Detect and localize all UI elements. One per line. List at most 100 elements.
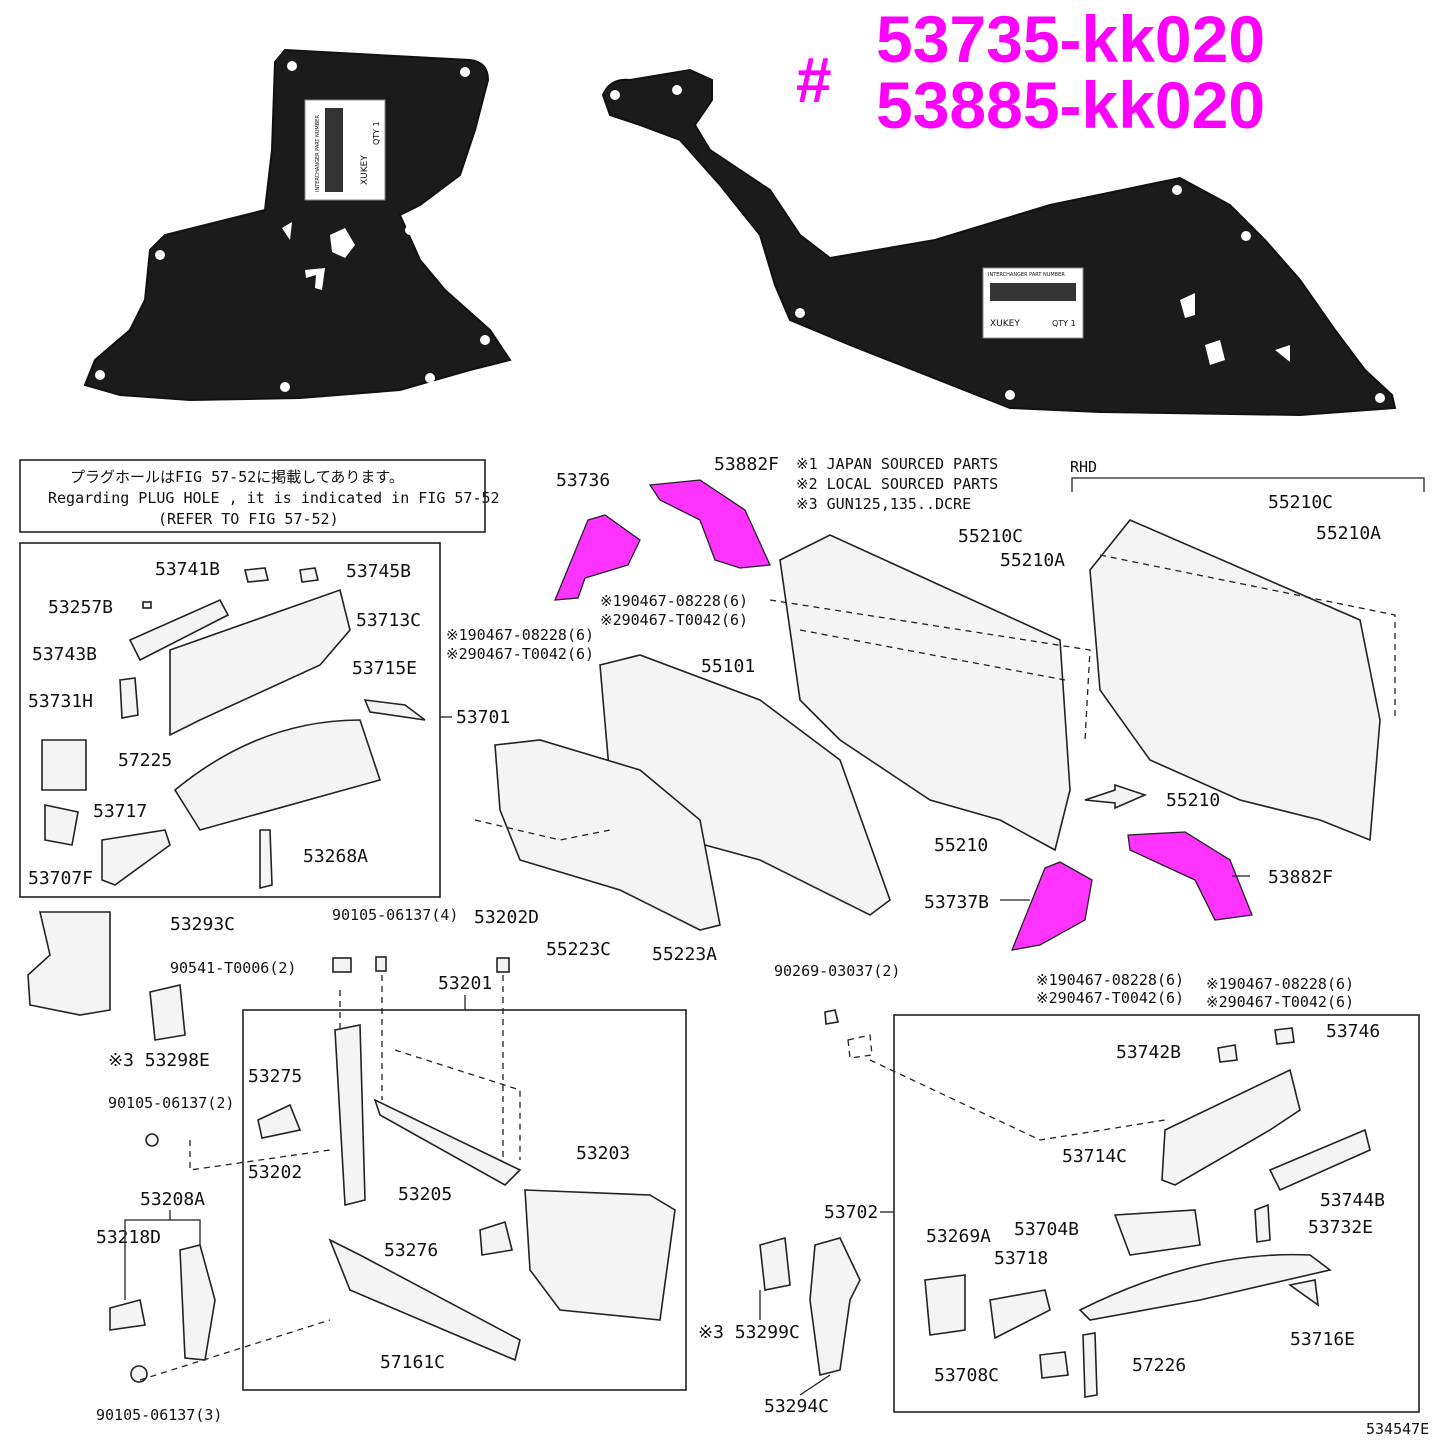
label-53299C: ※3 53299C <box>698 1322 800 1343</box>
label-57161C: 57161C <box>380 1352 445 1373</box>
box-53702 <box>893 1014 1420 1413</box>
right-pad-label-brand: XUKEY <box>990 319 1020 329</box>
fastener-c1: ※190467-08228(6) <box>1036 971 1184 989</box>
label-53276: 53276 <box>384 1240 438 1261</box>
label-55223C: 55223C <box>546 939 611 960</box>
label-53742B: 53742B <box>1116 1042 1181 1063</box>
label-90269: 90269-03037(2) <box>774 962 900 980</box>
part-53744B <box>1268 1128 1371 1192</box>
label-53701: 53701 <box>456 707 510 728</box>
part-53708C <box>1039 1351 1069 1379</box>
label-53294C: 53294C <box>764 1396 829 1417</box>
legend-line-2: ※2 LOCAL SOURCED PARTS <box>796 475 998 493</box>
label-53268A: 53268A <box>303 846 368 867</box>
label-53732E: 53732E <box>1308 1217 1373 1238</box>
legend-line-1: ※1 JAPAN SOURCED PARTS <box>796 455 998 473</box>
label-53744B: 53744B <box>1320 1190 1385 1211</box>
label-53716E: 53716E <box>1290 1329 1355 1350</box>
label-53218D: 53218D <box>96 1227 161 1248</box>
label-57225: 57225 <box>118 750 172 771</box>
part-53269A <box>924 1274 966 1336</box>
label-55210C-rhd: 55210C <box>1268 492 1333 513</box>
right-pad-label-qty: QTY 1 <box>1052 319 1076 328</box>
fastener-b1: ※190467-08228(6) <box>446 626 594 644</box>
label-53205: 53205 <box>398 1184 452 1205</box>
part-53203 <box>524 1189 676 1321</box>
fastener-c2: ※290467-T0042(6) <box>1036 989 1184 1007</box>
label-53882F-bottom: 53882F <box>1268 867 1333 888</box>
direction-arrow <box>1084 783 1148 810</box>
label-90105-3: 90105-06137(3) <box>96 1406 222 1424</box>
label-53743B: 53743B <box>32 644 97 665</box>
rhd-label: RHD <box>1070 458 1097 476</box>
label-53715E: 53715E <box>352 658 417 679</box>
part-55210-left <box>779 534 1071 852</box>
part-53218D <box>109 1299 146 1331</box>
fastener-a2: ※290467-T0042(6) <box>600 611 748 629</box>
label-53257B: 53257B <box>48 597 113 618</box>
figure-id: 534547E <box>1366 1420 1429 1438</box>
fastener-b2: ※290467-T0042(6) <box>446 645 594 663</box>
part-number-2: 53885-kk020 <box>876 68 1266 142</box>
label-53745B: 53745B <box>346 561 411 582</box>
rhd-bracket <box>1071 477 1425 492</box>
label-53708C: 53708C <box>934 1365 999 1386</box>
label-55210-left: 55210 <box>934 835 988 856</box>
part-53294C <box>809 1237 861 1376</box>
label-55101: 55101 <box>701 656 755 677</box>
label-53269A: 53269A <box>926 1226 991 1247</box>
part-53737B <box>1010 861 1093 951</box>
part-53208A <box>179 1244 216 1361</box>
label-53208A: 53208A <box>140 1189 205 1210</box>
label-90105-4: 90105-06137(4) <box>332 906 458 924</box>
part-53714C <box>1161 1068 1301 1186</box>
label-55223A: 55223A <box>652 944 717 965</box>
label-55210A-rhd: 55210A <box>1316 523 1381 544</box>
label-53275: 53275 <box>248 1066 302 1087</box>
left-fender-pad: XUKEY QTY 1 INTERCHANGER PART NUMBER <box>83 48 512 402</box>
part-53704B <box>1113 1209 1201 1256</box>
left-pad-label-qty: QTY 1 <box>372 121 381 145</box>
part-number-1: 53735-kk020 <box>876 2 1266 76</box>
label-53737B: 53737B <box>924 892 989 913</box>
legend-line-3: ※3 GUN125,135..DCRE <box>796 495 971 513</box>
notice-line-3: (REFER TO FIG 57-52) <box>158 510 339 528</box>
part-57161C <box>328 1238 521 1362</box>
box-53701 <box>19 542 441 898</box>
part-57226 <box>1082 1332 1098 1398</box>
label-90541: 90541-T0006(2) <box>170 959 296 977</box>
left-pad-label-title: INTERCHANGER PART NUMBER <box>315 115 321 192</box>
label-53713C: 53713C <box>356 610 421 631</box>
part-53718 <box>989 1289 1051 1340</box>
label-53736: 53736 <box>556 470 610 491</box>
label-53202: 53202 <box>248 1162 302 1183</box>
notice-line-2: Regarding PLUG HOLE , it is indicated in… <box>48 489 500 507</box>
label-53201: 53201 <box>438 973 492 994</box>
part-53293C <box>27 911 111 1016</box>
label-53882F-top: 53882F <box>714 454 779 475</box>
label-53731H: 53731H <box>28 691 93 712</box>
right-fender-pad: INTERCHANGER PART NUMBER XUKEY QTY 1 <box>601 68 1397 417</box>
part-53716E-frame <box>1078 1253 1332 1321</box>
part-53732E <box>1254 1203 1271 1243</box>
label-53714C: 53714C <box>1062 1146 1127 1167</box>
label-53741B: 53741B <box>155 559 220 580</box>
part-53882F-bottom <box>1127 831 1253 921</box>
right-pad-label-title: INTERCHANGER PART NUMBER <box>988 272 1065 278</box>
label-53702: 53702 <box>824 1202 878 1223</box>
label-55210C-left: 55210C <box>958 526 1023 547</box>
label-53718: 53718 <box>994 1248 1048 1269</box>
label-53704B: 53704B <box>1014 1219 1079 1240</box>
part-53716E <box>1288 1279 1320 1307</box>
part-53299C <box>759 1236 791 1291</box>
fastener-d2: ※290467-T0042(6) <box>1206 993 1354 1011</box>
left-pad-label-brand: XUKEY <box>360 155 370 185</box>
part-53276 <box>479 1220 513 1256</box>
label-55210A-left: 55210A <box>1000 550 1065 571</box>
fastener-d1: ※190467-08228(6) <box>1206 975 1354 993</box>
part-55210-rhd <box>1089 519 1381 842</box>
part-53275 <box>257 1103 302 1139</box>
part-53205 <box>373 1098 522 1186</box>
label-53717: 53717 <box>93 801 147 822</box>
